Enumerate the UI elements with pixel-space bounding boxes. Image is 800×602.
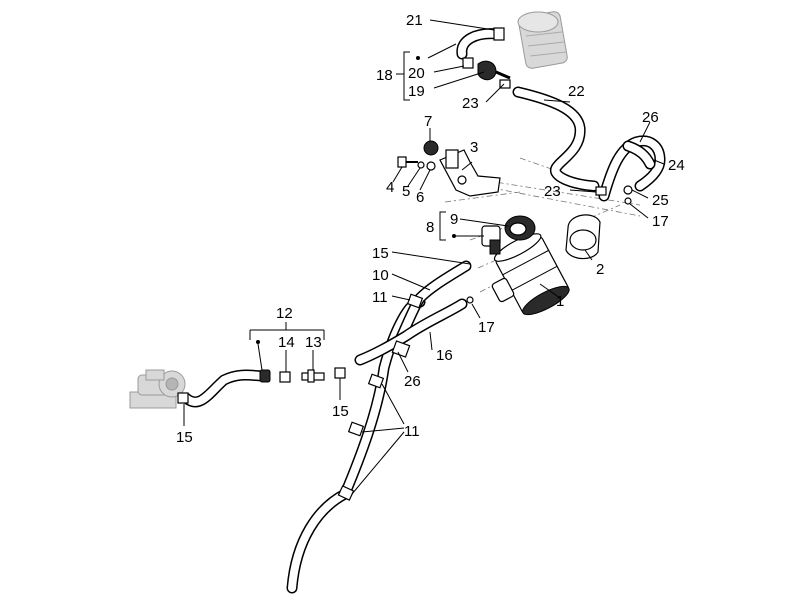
fuel-tank-filler [517, 11, 568, 69]
bracket-dot-8 [452, 234, 456, 238]
fuel-pump [491, 233, 570, 316]
callout-1: 1 [556, 293, 564, 310]
pressure-regulator [504, 215, 536, 241]
callout-21: 21 [406, 12, 423, 29]
bracket-dot-12 [256, 340, 260, 344]
callout-23-right: 23 [544, 183, 561, 200]
leader-lines [183, 19, 665, 495]
clips-23-25 [499, 79, 633, 205]
clamp-7 [423, 140, 439, 156]
callout-11-top: 11 [372, 289, 388, 306]
callout-15-left: 15 [176, 429, 193, 446]
hose-22 [512, 86, 600, 192]
fuel-hose-lower [286, 296, 426, 594]
callout-14: 14 [278, 334, 295, 351]
hose-clamps-11 [337, 293, 424, 501]
pump-bracket [565, 214, 601, 260]
callout-24: 24 [668, 157, 685, 174]
hose-21 [456, 27, 505, 60]
hose-16 [354, 298, 468, 366]
hose-26-upper [598, 135, 666, 202]
clamp-20 [462, 57, 474, 69]
washer-5 [417, 161, 425, 169]
callout-26-top: 26 [642, 109, 659, 126]
hose-to-carburettor [180, 369, 270, 408]
callout-labels: 21 20 18 19 23 22 26 24 23 25 17 7 3 4 5… [176, 12, 685, 446]
callout-22: 22 [568, 83, 585, 100]
callout-17-lower: 17 [478, 319, 495, 336]
callout-5: 5 [402, 183, 410, 200]
callout-7: 7 [424, 113, 432, 130]
callout-13: 13 [305, 334, 322, 351]
callout-6: 6 [416, 189, 424, 206]
valve-8 [481, 225, 501, 255]
callout-10: 10 [372, 267, 389, 284]
screw-4 [397, 156, 418, 168]
callout-9: 9 [450, 211, 458, 228]
callout-19: 19 [408, 83, 425, 100]
callout-26-lower: 26 [404, 373, 421, 390]
callout-4: 4 [386, 179, 394, 196]
callout-11-lower: 11 [404, 423, 420, 440]
nut-6 [426, 161, 436, 171]
callout-2: 2 [596, 261, 604, 278]
callout-20: 20 [408, 65, 425, 82]
callout-25: 25 [652, 192, 669, 209]
callout-15-top: 15 [372, 245, 389, 262]
callout-17-right: 17 [652, 213, 669, 230]
mount-bracket [439, 149, 501, 197]
bracket-dot-18 [416, 56, 420, 60]
inline-parts-12 [259, 367, 346, 383]
callout-16: 16 [436, 347, 453, 364]
callout-12: 12 [276, 305, 293, 322]
callout-15-mid: 15 [332, 403, 349, 420]
vent-valve-19 [477, 60, 511, 81]
callout-23-top: 23 [462, 95, 479, 112]
carburettor [129, 369, 189, 409]
clamp-17 [466, 296, 474, 304]
callout-8: 8 [426, 219, 434, 236]
callout-18: 18 [376, 67, 393, 84]
callout-3: 3 [470, 139, 478, 156]
